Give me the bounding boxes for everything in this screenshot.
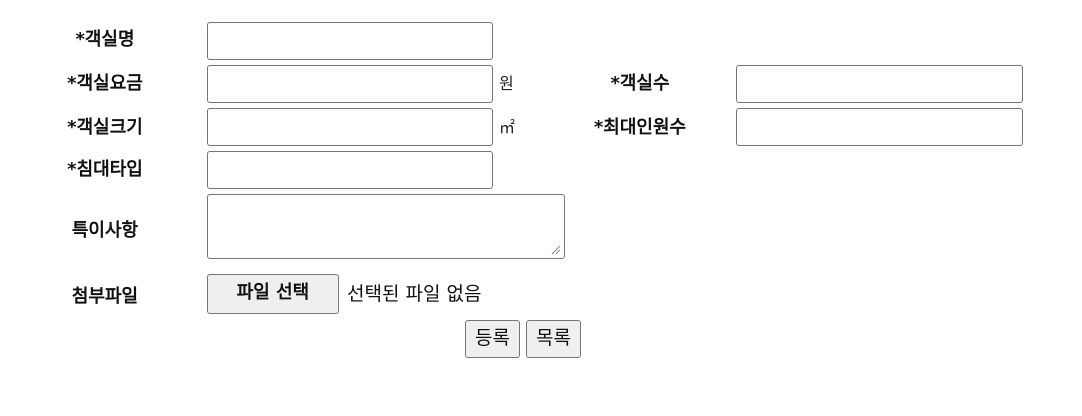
max-guests-input[interactable] (736, 108, 1023, 146)
room-size-input[interactable] (207, 108, 493, 146)
room-size-unit: ㎡ (499, 118, 516, 137)
room-rate-label: *객실요금 (67, 73, 143, 94)
room-name-label: *객실명 (75, 29, 135, 50)
remarks-label: 특이사항 (71, 220, 139, 241)
room-count-input[interactable] (736, 65, 1023, 103)
room-rate-unit: 원 (499, 74, 514, 93)
file-select-button[interactable]: 파일 선택 (207, 274, 339, 314)
resize-grip-icon[interactable] (551, 245, 561, 255)
file-status-text: 선택된 파일 없음 (347, 283, 482, 305)
attachment-label: 첨부파일 (71, 286, 139, 307)
room-size-label: *객실크기 (67, 117, 143, 138)
remarks-textarea[interactable] (207, 194, 565, 259)
bed-type-input[interactable] (207, 151, 493, 189)
max-guests-label: *최대인원수 (593, 117, 687, 138)
bed-type-label: *침대타입 (67, 159, 143, 180)
register-button[interactable]: 등록 (465, 320, 520, 358)
room-name-input[interactable] (207, 22, 493, 60)
room-count-label: *객실수 (610, 73, 670, 94)
list-button[interactable]: 목록 (526, 320, 581, 358)
room-rate-input[interactable] (207, 65, 493, 103)
